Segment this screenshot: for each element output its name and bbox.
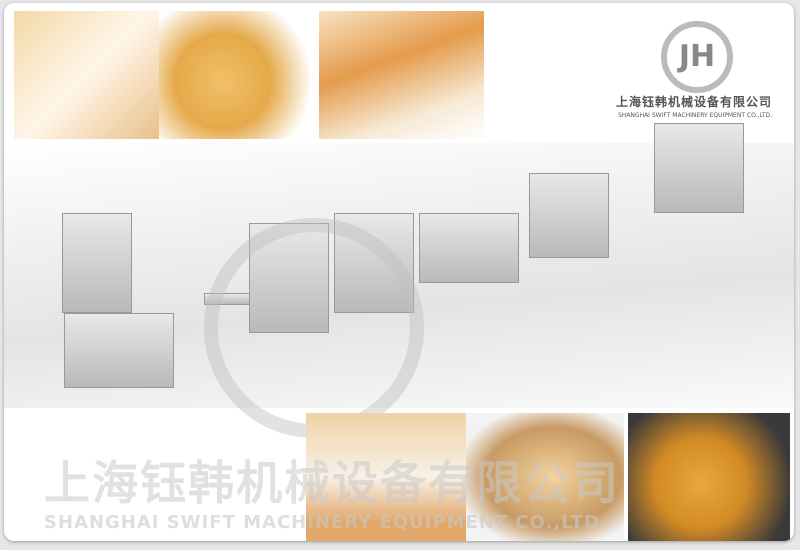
logo-mark: JH bbox=[678, 39, 716, 74]
machine-roller bbox=[529, 173, 609, 258]
photo-filled-toast bbox=[306, 413, 466, 541]
company-name-en: SHANGHAI SWIFT MACHINERY EQUIPMENT CO.,L… bbox=[618, 112, 773, 119]
photo-filled-pastry bbox=[159, 11, 319, 139]
product-banner: JH 上海钰韩机械设备有限公司 SHANGHAI SWIFT MACHINERY… bbox=[4, 3, 794, 541]
machine-cutter bbox=[64, 313, 174, 388]
machine-stacker bbox=[62, 213, 132, 313]
photo-baguette-rolls bbox=[466, 413, 624, 541]
company-name-cn: 上海钰韩机械设备有限公司 bbox=[616, 95, 773, 109]
watermark-logo bbox=[204, 218, 424, 438]
photo-sliced-loaf bbox=[319, 11, 484, 139]
photo-filled-buns bbox=[628, 413, 790, 541]
machine-mixer bbox=[654, 123, 744, 213]
watermark-company-cn: 上海钰韩机械设备有限公司 bbox=[44, 456, 620, 510]
company-logo: JH bbox=[661, 21, 733, 93]
watermark-company-en: SHANGHAI SWIFT MACHINERY EQUIPMENT CO.,L… bbox=[44, 512, 608, 533]
machine-laminator bbox=[419, 213, 519, 283]
photo-sandwich-toast bbox=[14, 11, 159, 139]
